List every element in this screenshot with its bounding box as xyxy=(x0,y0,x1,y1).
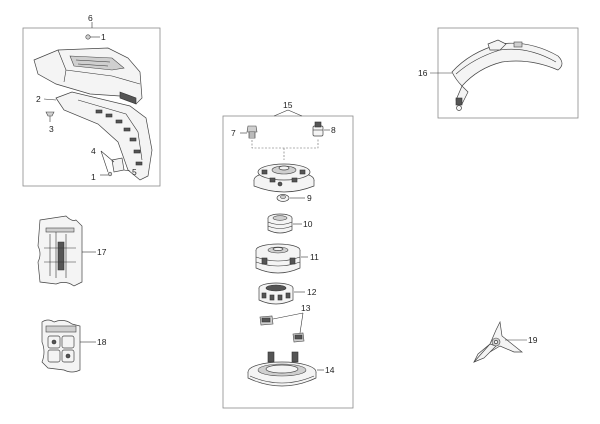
callout-9: 9 xyxy=(307,193,312,203)
guard-assembly-group: 6 1 2 xyxy=(22,13,161,187)
harness-strap-group: 16 xyxy=(418,27,579,119)
trimmer-head-group-frame xyxy=(222,115,354,409)
callout-5: 5 xyxy=(132,167,137,177)
screw-part-3 xyxy=(45,111,55,122)
callout-1-top: 1 xyxy=(101,32,106,42)
tab-part-13-right xyxy=(292,332,305,343)
bolt-part-7 xyxy=(246,125,258,139)
callout-1-bottom: 1 xyxy=(91,172,96,182)
tab-part-13-left xyxy=(259,315,274,326)
callout-14: 14 xyxy=(325,365,335,375)
screw-part-top xyxy=(85,34,96,40)
callout-12: 12 xyxy=(307,287,317,297)
callout-15: 15 xyxy=(283,100,293,110)
trimmer-head-group: 15 7 8 xyxy=(222,100,354,409)
callout-19: 19 xyxy=(528,335,538,345)
callout-4: 4 xyxy=(91,146,96,156)
clip-part-5 xyxy=(111,157,125,173)
label-part-17 xyxy=(37,215,83,287)
spool-part-11 xyxy=(255,243,301,274)
washer-part-9 xyxy=(276,194,290,202)
callout-2: 2 xyxy=(36,94,41,104)
eyelet-ring-part-12 xyxy=(258,282,294,305)
guard-plate-part xyxy=(55,91,153,181)
callout-13: 13 xyxy=(301,303,311,313)
guard-group-frame xyxy=(22,27,161,187)
callout-6: 6 xyxy=(88,13,93,23)
callout-16: 16 xyxy=(418,68,428,78)
callout-3: 3 xyxy=(49,124,54,134)
callout-8: 8 xyxy=(331,125,336,135)
callout-11: 11 xyxy=(310,252,319,262)
harness-strap-part xyxy=(451,39,563,111)
callout-10: 10 xyxy=(303,219,313,229)
blade-part-19 xyxy=(473,320,523,363)
screw-part-bottom xyxy=(107,171,113,177)
callout-17: 17 xyxy=(97,247,107,257)
bottom-housing-part-14 xyxy=(247,351,317,387)
nut-part-8 xyxy=(312,121,324,137)
callout-18: 18 xyxy=(97,337,107,347)
label-part-18 xyxy=(41,319,81,373)
guard-cover-part xyxy=(33,47,143,105)
spring-part-10 xyxy=(267,213,293,234)
callout-7: 7 xyxy=(231,128,236,138)
head-top-cap-part xyxy=(253,163,315,193)
